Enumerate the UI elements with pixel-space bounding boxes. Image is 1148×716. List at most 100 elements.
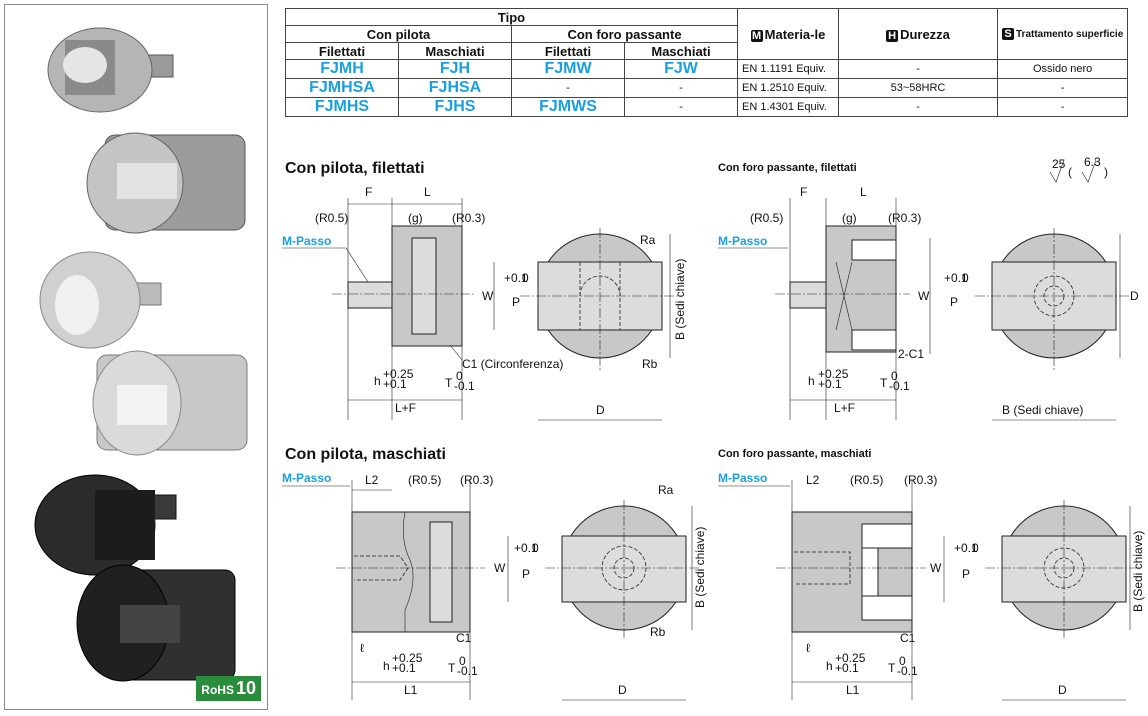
svg-text:W: W [918, 289, 930, 303]
svg-text:L+F: L+F [395, 401, 416, 415]
svg-text:F: F [800, 185, 807, 199]
svg-text:D: D [1058, 683, 1067, 697]
svg-text:+0.1: +0.1 [383, 377, 407, 391]
svg-text:P: P [512, 295, 520, 309]
svg-text:ℓ: ℓ [360, 641, 364, 655]
svg-text:(R0.3): (R0.3) [452, 211, 485, 225]
svg-text:F: F [365, 185, 372, 199]
svg-text:P: P [950, 295, 958, 309]
svg-text:0: 0 [891, 369, 898, 383]
svg-text:M-Passo: M-Passo [282, 471, 331, 485]
svg-text:L2: L2 [365, 473, 379, 487]
treatment-cell: - [996, 97, 1129, 117]
svg-text:0: 0 [962, 271, 969, 285]
svg-text:Ra: Ra [640, 233, 656, 247]
svg-text:P: P [962, 567, 970, 581]
svg-text:C1: C1 [456, 631, 472, 645]
svg-text:B (Sedi chiave): B (Sedi chiave) [1002, 403, 1083, 417]
svg-text:(g): (g) [408, 211, 423, 225]
svg-text:Ra: Ra [658, 483, 674, 497]
svg-text:+0.25: +0.25 [818, 367, 849, 381]
svg-text:C1 (Circonferenza): C1 (Circonferenza) [462, 357, 563, 371]
photo-fjmhsa-small [39, 251, 162, 349]
svg-text:h: h [374, 374, 381, 388]
table-row: FJMH FJH FJMW FJW EN 1.1191 Equiv. - Oss… [285, 59, 1129, 79]
code-cell[interactable]: FJH [398, 59, 512, 79]
svg-text:L: L [424, 185, 431, 199]
svg-text:+0.1: +0.1 [392, 661, 416, 675]
roughness-symbol: 25 ( 6.3 ) [1049, 155, 1108, 183]
drawing-foro-maschiati: M-Passo L2 (R0.5) (R0.3) ℓ C1 h +0.25 +0… [718, 471, 1145, 701]
svg-text:Rb: Rb [650, 625, 666, 639]
svg-text:2-C1: 2-C1 [898, 347, 924, 361]
svg-text:+0.1: +0.1 [954, 541, 978, 555]
svg-text:(R0.3): (R0.3) [904, 473, 937, 487]
svg-text:L2: L2 [806, 473, 820, 487]
photo-fjmhs-small [34, 474, 177, 576]
svg-text:h: h [808, 374, 815, 388]
section-title-2: Con foro passante, filettati [718, 162, 857, 174]
svg-text:M-Passo: M-Passo [282, 234, 331, 248]
svg-text:Rb: Rb [642, 357, 658, 371]
svg-text:B (Sedi chiave): B (Sedi chiave) [673, 259, 687, 340]
svg-text:D: D [1130, 289, 1139, 303]
svg-text:L+F: L+F [834, 401, 855, 415]
svg-text:0: 0 [972, 541, 979, 555]
svg-text:M-Passo: M-Passo [718, 471, 767, 485]
svg-text:6.3: 6.3 [1084, 155, 1101, 169]
header-maschiati-2: Maschiati [624, 42, 738, 60]
svg-text:L1: L1 [404, 683, 418, 697]
svg-text:+0.25: +0.25 [835, 651, 866, 665]
svg-text:0: 0 [522, 271, 529, 285]
hardness-cell: - [838, 97, 998, 117]
svg-text:0: 0 [459, 654, 466, 668]
svg-text:-0.1: -0.1 [889, 379, 910, 393]
svg-text:0: 0 [899, 654, 906, 668]
code-cell[interactable]: FJMHS [285, 97, 399, 117]
svg-text:D: D [596, 403, 605, 417]
svg-text:T: T [445, 376, 453, 390]
svg-text:W: W [930, 561, 942, 575]
svg-text:(R0.3): (R0.3) [460, 473, 493, 487]
svg-text:): ) [1104, 165, 1108, 179]
svg-text:0: 0 [456, 369, 463, 383]
svg-text:T: T [880, 376, 888, 390]
svg-text:T: T [448, 661, 456, 675]
header-filettati-1: Filettati [285, 42, 399, 60]
table-row: FJMHSA FJHSA - - EN 1.2510 Equiv. 53~58H… [285, 78, 1129, 98]
svg-text:(R0.5): (R0.5) [408, 473, 441, 487]
code-cell[interactable]: FJMWS [511, 97, 625, 117]
svg-text:+0.1: +0.1 [818, 377, 842, 391]
code-cell: - [624, 97, 738, 117]
svg-text:L1: L1 [846, 683, 860, 697]
svg-text:+0.1: +0.1 [944, 271, 968, 285]
svg-text:(g): (g) [842, 211, 857, 225]
svg-text:+0.25: +0.25 [392, 651, 423, 665]
svg-text:(R0.5): (R0.5) [750, 211, 783, 225]
svg-text:ℓ: ℓ [806, 641, 810, 655]
svg-text:(: ( [1068, 165, 1072, 179]
drawing-pilota-filettati: F L (R0.5) (g) (R0.3) M-Passo C1 (Circon… [282, 185, 687, 421]
svg-text:(R0.5): (R0.5) [850, 473, 883, 487]
svg-text:C1: C1 [900, 631, 916, 645]
table-row: FJMHS FJHS FJMWS - EN 1.4301 Equiv. - - [285, 97, 1129, 117]
svg-text:P: P [522, 567, 530, 581]
drawing-pilota-maschiati: M-Passo L2 (R0.5) (R0.3) ℓ C1 h +0.25 +0… [282, 471, 707, 701]
svg-text:B (Sedi chiave): B (Sedi chiave) [693, 527, 707, 608]
svg-text:T: T [888, 661, 896, 675]
svg-text:0: 0 [532, 541, 539, 555]
svg-text:L: L [860, 185, 867, 199]
svg-text:W: W [482, 289, 494, 303]
product-photos [34, 27, 248, 682]
svg-text:h: h [826, 659, 833, 673]
header-con-pilota: Con pilota [285, 25, 512, 43]
code-cell[interactable]: FJHS [398, 97, 512, 117]
svg-text:-0.1: -0.1 [897, 664, 918, 678]
section-title-4: Con foro passante, maschiati [718, 448, 872, 460]
